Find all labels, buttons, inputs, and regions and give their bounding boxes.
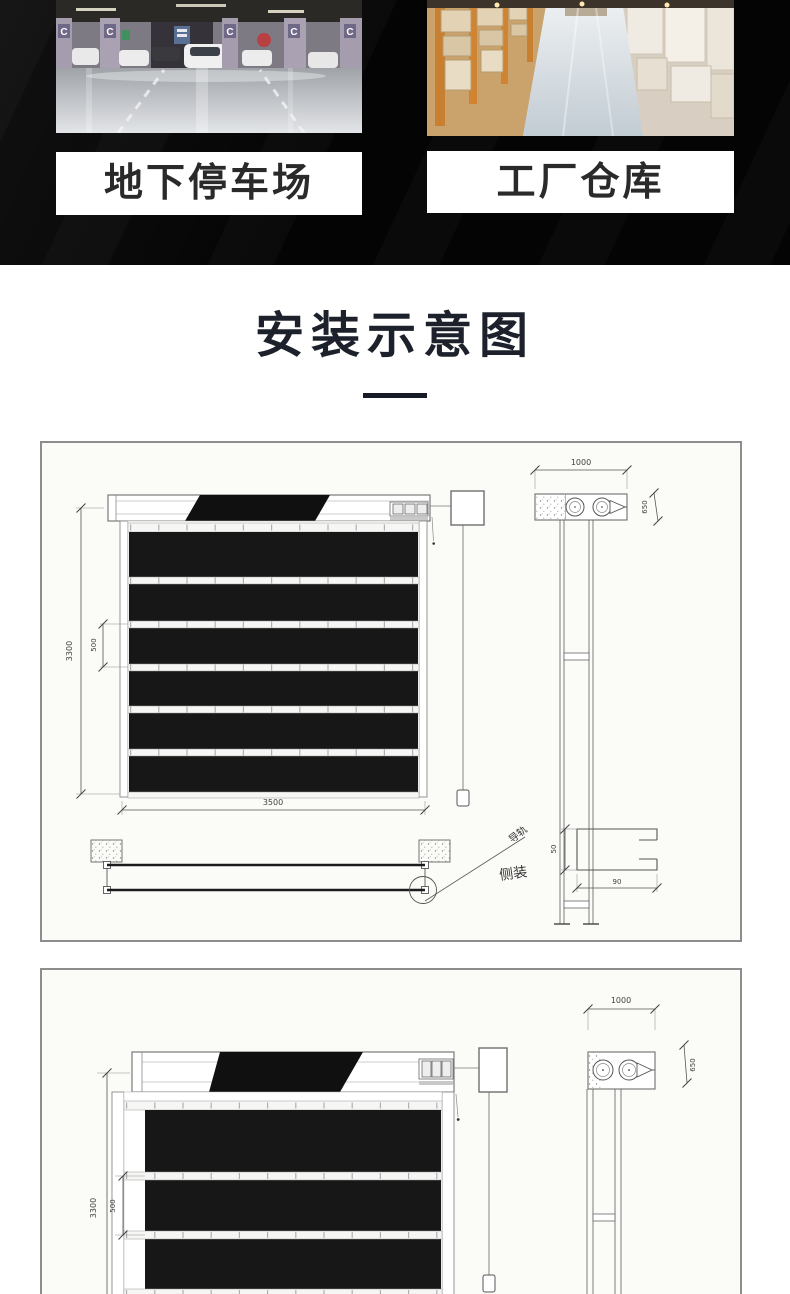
- installation-section: 安装示意图: [0, 265, 790, 1294]
- curtain-panels: [145, 1109, 441, 1289]
- dim-opening-height: 3300: [89, 1198, 98, 1218]
- factory-warehouse-label-text: 工厂仓库: [496, 160, 665, 204]
- installation-drawing-2: 3300 500 1000: [89, 996, 697, 1294]
- installation-drawing-1: 3300 500 3500: [65, 458, 663, 925]
- svg-text:C: C: [290, 27, 297, 38]
- header-control-strip: [418, 1058, 454, 1085]
- hero-card-parking: C C C C C: [56, 0, 362, 215]
- front-view-dimensions: 3300 500: [89, 1067, 145, 1294]
- svg-text:C: C: [346, 27, 353, 38]
- dim-header-height: 650: [641, 500, 649, 513]
- door-plan-view: 导轨 侧装: [90, 823, 530, 904]
- svg-text:C: C: [60, 27, 67, 38]
- factory-warehouse-photo: [427, 0, 734, 136]
- header-black-band: [185, 494, 330, 521]
- control-box-assembly: [454, 1047, 508, 1293]
- warehouse-illustration: [427, 0, 734, 136]
- dim-rail-depth: 50: [550, 844, 558, 853]
- curtain-panels: [129, 531, 418, 792]
- hero-card-warehouse: 工厂仓库: [427, 0, 734, 213]
- parking-garage-label-text: 地下停车场: [103, 162, 314, 205]
- dim-opening-height: 3300: [65, 641, 74, 661]
- door-side-view: 1000 650: [530, 458, 663, 925]
- factory-warehouse-label: 工厂仓库: [427, 151, 734, 213]
- roller-drum: [565, 497, 627, 517]
- title-underline: [363, 392, 427, 398]
- pendant-switch: [456, 789, 470, 807]
- wind-bars: [127, 576, 420, 757]
- guide-rail-profile: 50 90: [550, 823, 662, 893]
- control-box-assembly: [430, 490, 485, 807]
- header-control-strip: [389, 501, 429, 521]
- dim-opening-width: 3500: [263, 798, 283, 807]
- dim-slat-pitch: 500: [109, 1199, 117, 1212]
- svg-text:C: C: [226, 27, 233, 38]
- section-title: 安装示意图: [254, 309, 535, 363]
- control-box: [478, 1047, 508, 1093]
- guide-rail-label: 导轨: [506, 823, 530, 846]
- door-front-view: [111, 1051, 455, 1294]
- detail-callout-circle: [409, 875, 437, 904]
- dim-rail-width: 90: [613, 878, 622, 886]
- installation-diagram-2: 3300 500 1000: [40, 967, 742, 1294]
- dim-slat-pitch: 500: [90, 638, 98, 651]
- control-box: [450, 490, 485, 526]
- installation-diagram-1: 3300 500 3500: [40, 440, 742, 942]
- door-front-view: [107, 494, 431, 799]
- header-black-band: [209, 1051, 363, 1092]
- parking-garage-label: 地下停车场: [56, 152, 362, 215]
- svg-text:C: C: [106, 27, 113, 38]
- underground-parking-photo: C C C C C: [56, 0, 362, 133]
- parking-garage-illustration: C C C C C: [56, 0, 362, 133]
- side-track: [554, 519, 599, 925]
- dim-lintel-width: 1000: [571, 458, 591, 467]
- pendant-switch: [482, 1274, 496, 1293]
- dim-header-height: 650: [689, 1058, 697, 1071]
- hero-section: C C C C C: [0, 0, 790, 265]
- front-view-dimensions: 3300 500 3500: [65, 502, 430, 815]
- dim-lintel-width: 1000: [611, 996, 631, 1005]
- side-mount-label: 侧装: [498, 864, 528, 884]
- door-side-view: 1000 650: [583, 996, 697, 1294]
- side-track: [586, 1088, 622, 1294]
- roller-drum: [592, 1059, 655, 1081]
